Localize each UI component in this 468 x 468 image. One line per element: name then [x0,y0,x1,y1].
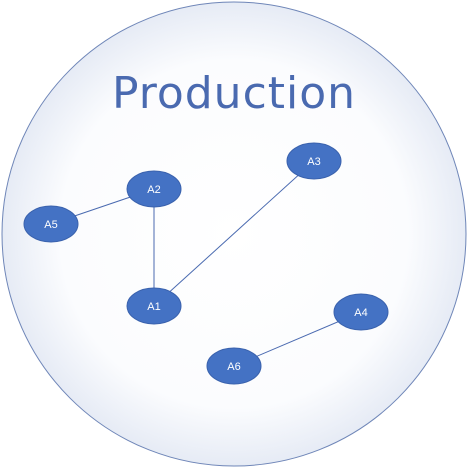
node-shape-a1[interactable] [126,287,182,325]
node-label-a5: A5 [44,219,57,231]
node-a4[interactable]: A4 [333,293,389,331]
node-a1[interactable]: A1 [126,287,182,325]
node-label-a6: A6 [227,361,240,373]
node-shape-a2[interactable] [126,170,182,208]
node-label-a3: A3 [307,156,320,168]
diagram-title: Production [112,68,356,119]
node-shape-a4[interactable] [333,293,389,331]
node-a6[interactable]: A6 [206,347,262,385]
node-shape-a6[interactable] [206,347,262,385]
node-a2[interactable]: A2 [126,170,182,208]
node-shape-a5[interactable] [23,205,79,243]
node-label-a2: A2 [147,184,160,196]
node-a3[interactable]: A3 [286,142,342,180]
node-shape-a3[interactable] [286,142,342,180]
node-label-a4: A4 [354,307,367,319]
node-a5[interactable]: A5 [23,205,79,243]
node-label-a1: A1 [147,301,160,313]
edge-a1-a3 [153,160,315,307]
